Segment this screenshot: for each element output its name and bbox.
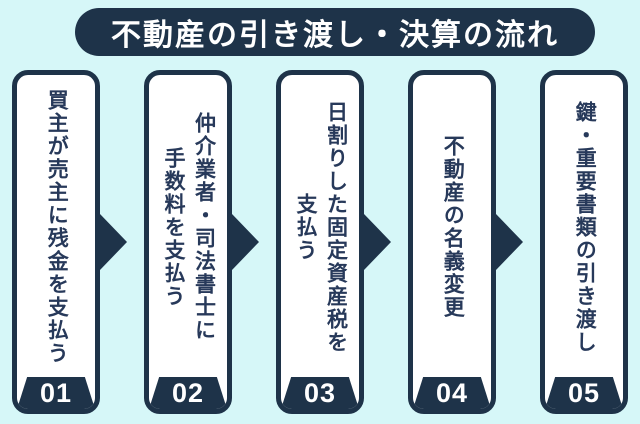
step-3-number-badge: 03 xyxy=(281,377,359,409)
arrow-gap-3 xyxy=(364,70,408,414)
step-2-number: 02 xyxy=(171,378,205,408)
arrow-right-icon xyxy=(100,214,127,270)
step-4-number-badge: 04 xyxy=(413,377,491,409)
step-card-4: 不動産の名義変更 04 xyxy=(408,70,496,414)
arrow-right-icon xyxy=(364,214,391,270)
step-3-text: 日割りした固定資産税を 支払う xyxy=(294,100,348,354)
step-1-number: 01 xyxy=(39,378,73,408)
step-card-3: 日割りした固定資産税を 支払う 03 xyxy=(276,70,364,414)
step-5-number-badge: 05 xyxy=(545,377,623,409)
arrow-gap-1 xyxy=(100,70,144,414)
step-3-number: 03 xyxy=(303,378,337,408)
page-title: 不動産の引き渡し・決算の流れ xyxy=(111,19,559,52)
step-card-5: 鍵・重要書類の引き渡し 05 xyxy=(540,70,628,414)
step-2-text: 仲介業者・司法書士に 手数料を支払う xyxy=(162,112,216,342)
step-4-number: 04 xyxy=(435,378,469,408)
arrow-gap-2 xyxy=(232,70,276,414)
step-5-number: 05 xyxy=(567,378,601,408)
flow-row: 買主が売主に残金を支払う 01 仲介業者・司法書士に 手数料を支払う 02 日割… xyxy=(12,70,628,414)
step-1-number-badge: 01 xyxy=(17,377,95,409)
arrow-right-icon xyxy=(496,214,523,270)
arrow-gap-4 xyxy=(496,70,540,414)
step-card-1: 買主が売主に残金を支払う 01 xyxy=(12,70,100,414)
step-card-2: 仲介業者・司法書士に 手数料を支払う 02 xyxy=(144,70,232,414)
step-1-text: 買主が売主に残金を支払う xyxy=(45,89,69,365)
step-5-text: 鍵・重要書類の引き渡し xyxy=(573,100,597,354)
step-4-text: 不動産の名義変更 xyxy=(441,135,465,319)
arrow-right-icon xyxy=(232,214,259,270)
step-2-number-badge: 02 xyxy=(149,377,227,409)
title-banner: 不動産の引き渡し・決算の流れ xyxy=(75,8,595,56)
